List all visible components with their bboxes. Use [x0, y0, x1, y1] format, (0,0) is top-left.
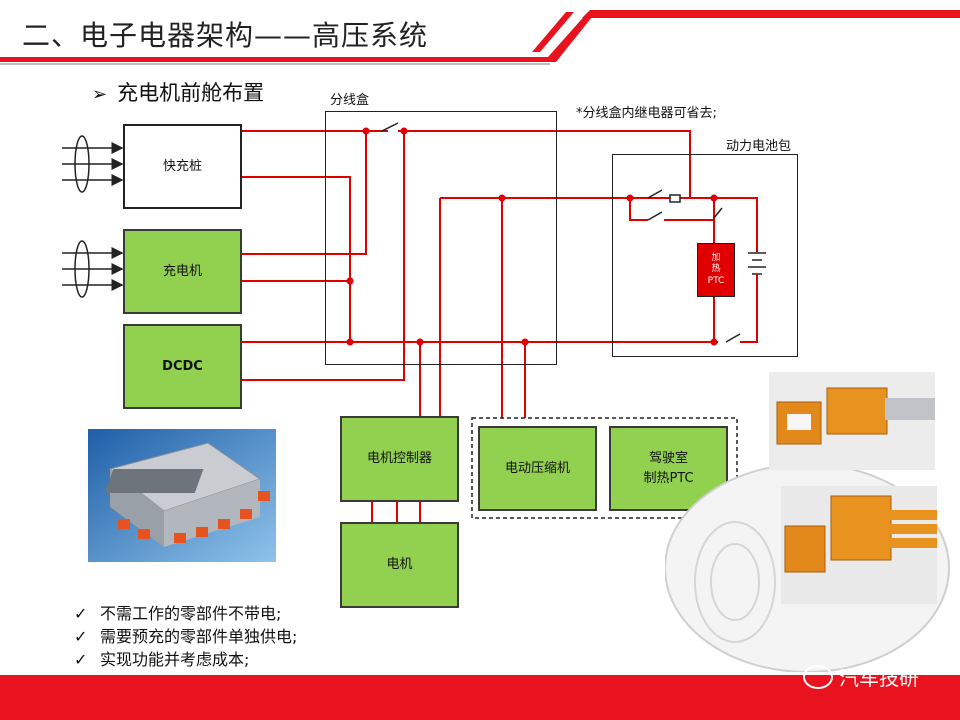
- dashed-group-outline: [471, 417, 738, 519]
- relay-switches: [381, 122, 741, 343]
- checkmark-icon: ✓: [74, 604, 88, 623]
- dcdc-box: DCDC: [123, 324, 242, 409]
- list-item: ✓ 不需工作的零部件不带电;: [74, 602, 297, 625]
- bullet-text: 实现功能并考虑成本;: [100, 650, 250, 669]
- junction-box-outline: [325, 111, 557, 365]
- watermark: 汽车技研: [803, 662, 919, 691]
- motor-box: 电机: [340, 522, 459, 608]
- section-subtitle-text: 充电机前舱布置: [117, 81, 265, 105]
- junction-box-label: 分线盒: [330, 93, 370, 108]
- charger-input-arrows: [62, 240, 124, 298]
- heating-ptc-box: 加 热 PTC: [697, 243, 735, 297]
- footer-bar: [0, 675, 960, 720]
- wechat-icon: [803, 664, 833, 689]
- battery-pack-outline: [612, 154, 798, 357]
- battery-cell-icon: [748, 252, 766, 283]
- bullet-list: ✓ 不需工作的零部件不带电; ✓ 需要预充的零部件单独供电; ✓ 实现功能并考虑成本;: [74, 602, 297, 671]
- relay-note: *分线盒内继电器可省去;: [576, 106, 717, 121]
- junction-box-photo: [88, 429, 276, 562]
- connectors-photo: [665, 372, 950, 672]
- bullet-text: 需要预充的零部件单独供电;: [100, 627, 298, 646]
- page-title: 二、电子电器架构——高压系统: [22, 19, 429, 52]
- list-item: ✓ 需要预充的零部件单独供电;: [74, 625, 297, 648]
- section-subtitle: ➢ 充电机前舱布置: [92, 77, 264, 107]
- motor-controller-box: 电机控制器: [340, 416, 459, 502]
- watermark-text: 汽车技研: [839, 666, 919, 690]
- header-decoration: [0, 10, 960, 65]
- arrow-bullet-icon: ➢: [92, 84, 108, 105]
- list-item: ✓ 实现功能并考虑成本;: [74, 648, 297, 671]
- checkmark-icon: ✓: [74, 627, 88, 646]
- fast-charger-input-arrows: [62, 135, 124, 193]
- fast-charger-box: 快充桩: [123, 124, 242, 209]
- battery-pack-label: 动力电池包: [726, 139, 792, 154]
- high-voltage-wires: [242, 130, 758, 524]
- checkmark-icon: ✓: [74, 650, 88, 669]
- electric-compressor-box: 电动压缩机: [478, 426, 597, 511]
- charger-box: 充电机: [123, 229, 242, 314]
- wire-junction-dots: [346, 127, 718, 346]
- bullet-text: 不需工作的零部件不带电;: [100, 604, 282, 623]
